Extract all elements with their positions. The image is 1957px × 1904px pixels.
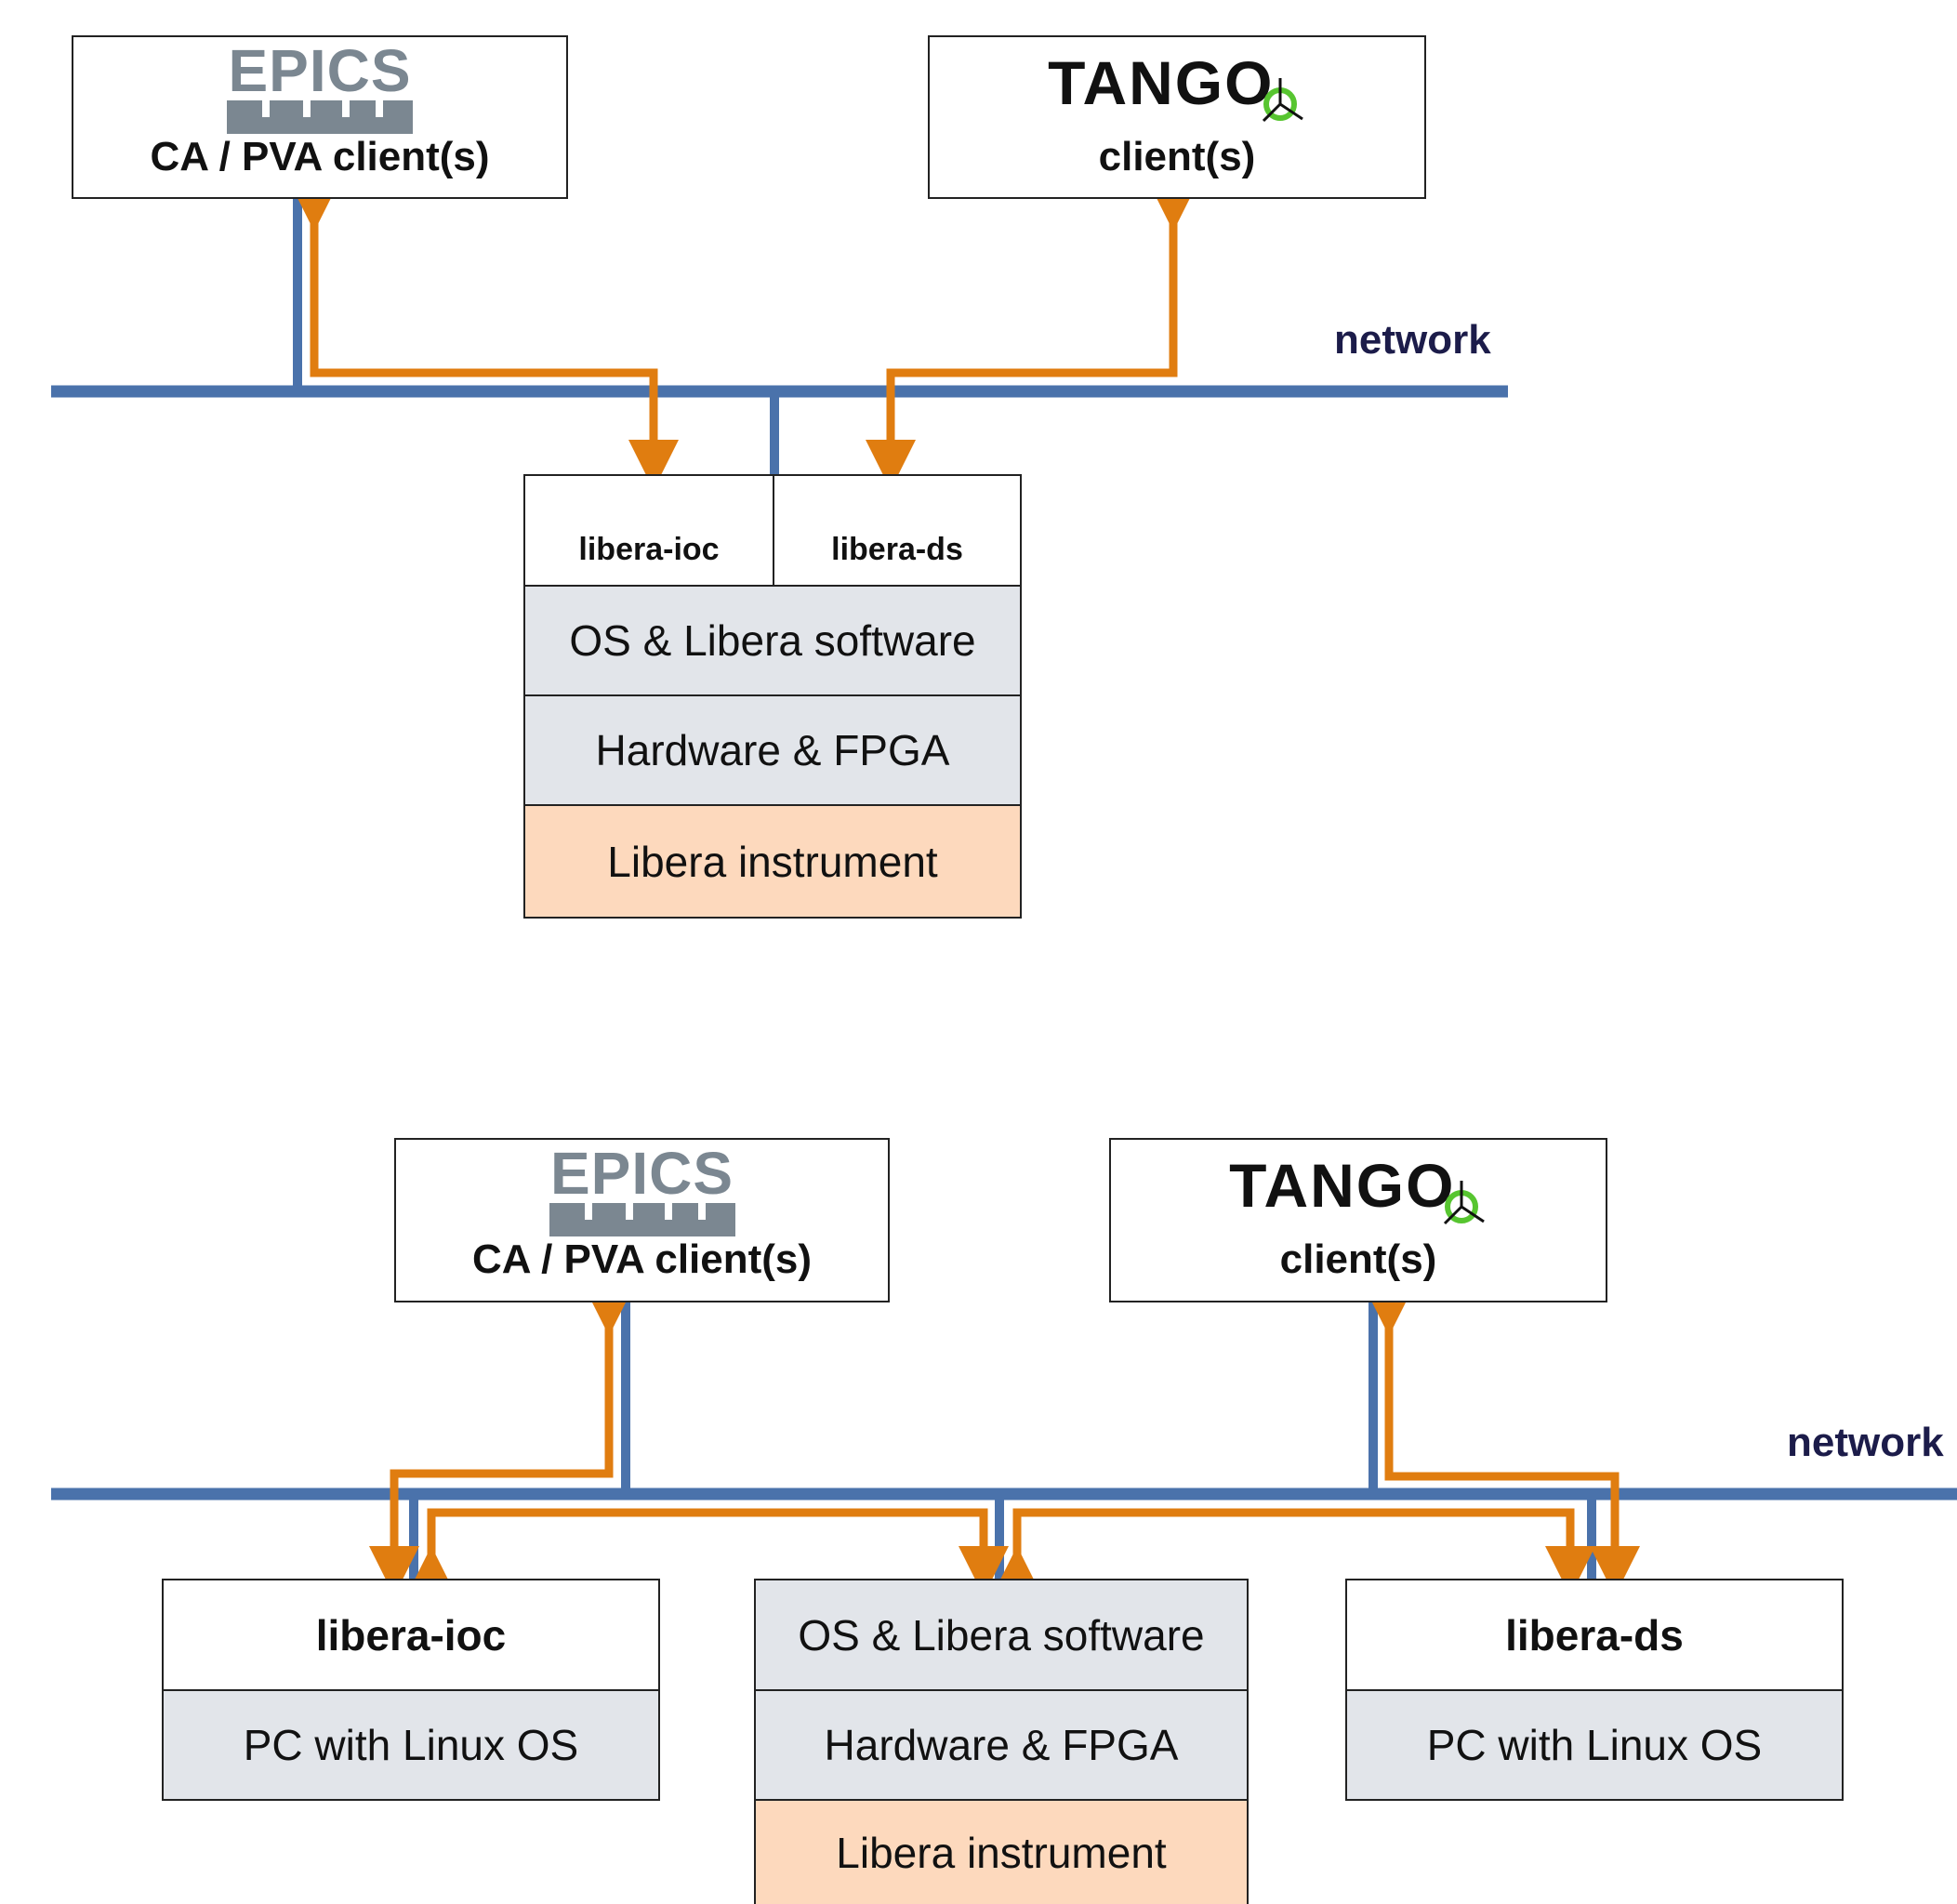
tango-logo-text: TANGO <box>1048 48 1275 117</box>
epics-client-box: EPICS CA / PVA client(s) <box>72 35 568 199</box>
os-software-cell: OS & Libera software <box>754 1579 1249 1691</box>
epics-logo: EPICS <box>396 1144 888 1236</box>
libera-ds-cell: libera-ds <box>773 474 1022 587</box>
os-software-label: OS & Libera software <box>569 616 976 665</box>
tango-client-box: TANGO client(s) <box>1109 1138 1607 1302</box>
libera-ioc-label: libera-ioc <box>315 1610 507 1659</box>
libera-instrument-label: Libera instrument <box>607 837 938 886</box>
epics-client-label: CA / PVA client(s) <box>471 1236 813 1282</box>
tango-logo-text: TANGO <box>1229 1151 1456 1220</box>
network-label: network <box>1334 317 1491 363</box>
network-label: network <box>1787 1420 1944 1465</box>
arrow-epics-ioc <box>289 181 679 490</box>
libera-ds-label: libera-ds <box>831 532 963 567</box>
tango-logo: TANGO <box>930 52 1424 125</box>
os-software-cell: OS & Libera software <box>523 585 1022 696</box>
libera-instrument-cell: Libera instrument <box>754 1799 1249 1904</box>
arrow-instrument-ds <box>992 1508 1595 1596</box>
tango-client-label: client(s) <box>1279 1236 1437 1282</box>
tango-logo-icon <box>1443 1180 1485 1224</box>
os-software-label: OS & Libera software <box>798 1610 1205 1659</box>
epics-logo-bars <box>227 100 413 134</box>
libera-ioc-cell: libera-ioc <box>523 474 774 587</box>
libera-ioc-label: libera-ioc <box>578 532 720 567</box>
hardware-fpga-label: Hardware & FPGA <box>824 1721 1179 1769</box>
libera-instrument-cell: Libera instrument <box>523 804 1022 919</box>
arrow-ioc-instrument <box>406 1508 1009 1596</box>
epics-logo-text: EPICS <box>549 1140 734 1207</box>
arrow-tango-ds <box>866 181 1198 490</box>
pc-linux-label: PC with Linux OS <box>243 1721 579 1769</box>
arrow-tango-ds <box>1364 1286 1640 1596</box>
epics-client-box: EPICS CA / PVA client(s) <box>394 1138 890 1302</box>
tango-logo-icon <box>1262 77 1303 122</box>
tango-logo: TANGO <box>1111 1155 1606 1227</box>
hardware-fpga-cell: Hardware & FPGA <box>523 694 1022 806</box>
epics-client-label: CA / PVA client(s) <box>150 134 490 179</box>
arrow-epics-ioc <box>369 1286 634 1596</box>
pc-linux-cell: PC with Linux OS <box>162 1689 660 1801</box>
hardware-fpga-label: Hardware & FPGA <box>595 726 950 774</box>
hardware-fpga-cell: Hardware & FPGA <box>754 1689 1249 1801</box>
libera-ioc-cell: libera-ioc <box>162 1579 660 1691</box>
epics-logo-text: EPICS <box>228 37 412 104</box>
pc-linux-cell: PC with Linux OS <box>1345 1689 1844 1801</box>
libera-instrument-label: Libera instrument <box>836 1828 1167 1877</box>
libera-ds-cell: libera-ds <box>1345 1579 1844 1691</box>
epics-logo-bars <box>549 1203 735 1236</box>
pc-linux-label: PC with Linux OS <box>1426 1721 1763 1769</box>
libera-ds-label: libera-ds <box>1505 1610 1684 1659</box>
epics-logo: EPICS <box>73 41 566 134</box>
tango-client-box: TANGO client(s) <box>928 35 1426 199</box>
tango-client-label: client(s) <box>1098 134 1256 179</box>
